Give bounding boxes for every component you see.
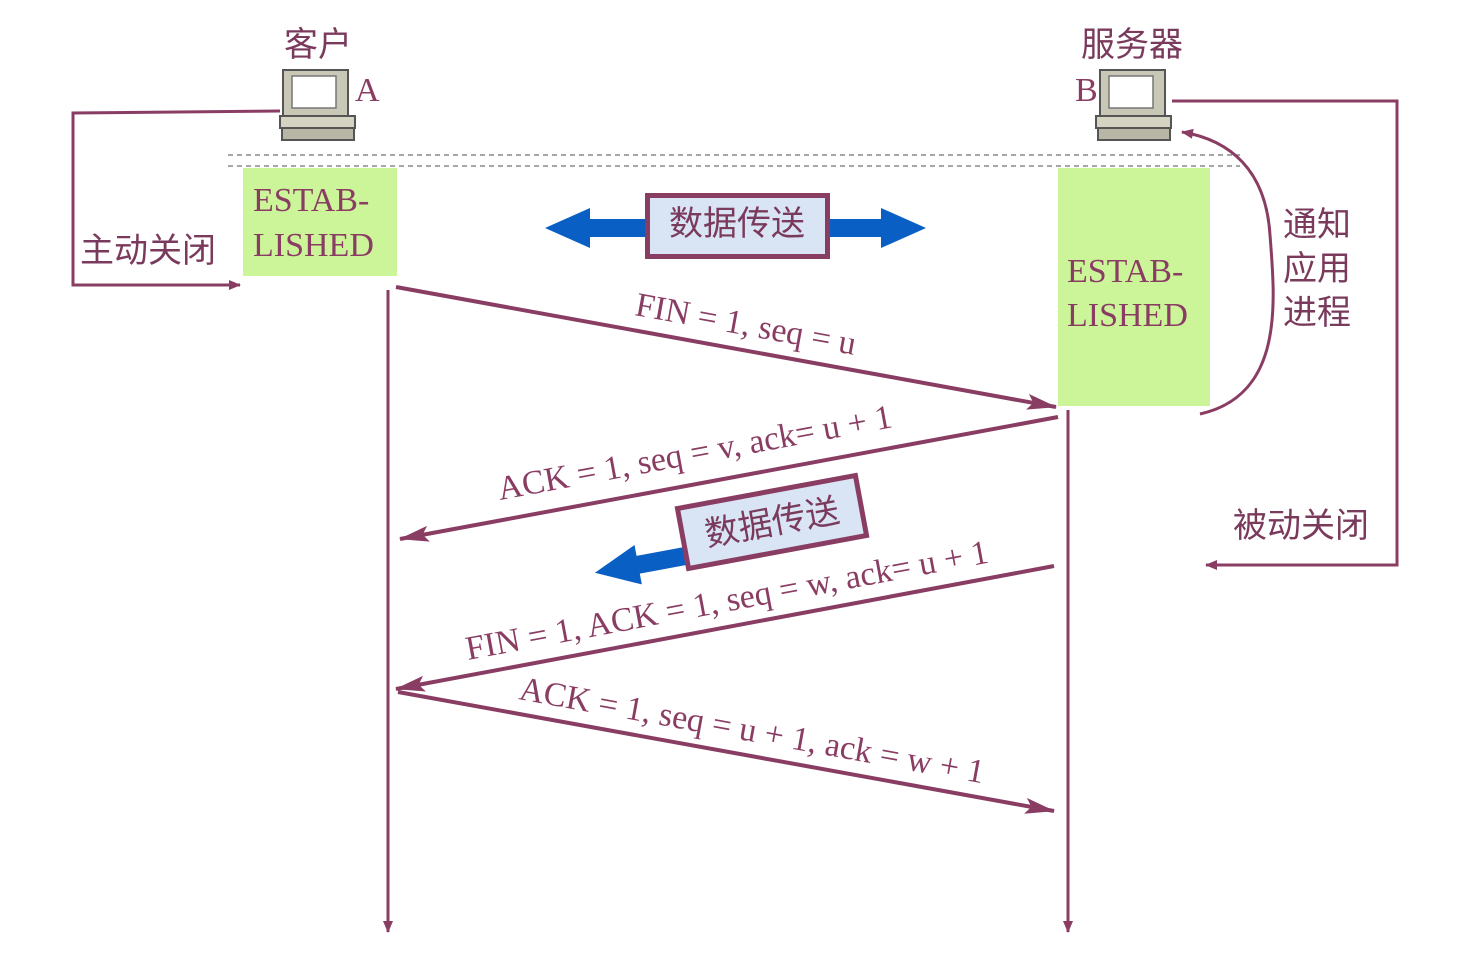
notify-app-line3: 进程: [1283, 293, 1351, 333]
fin2-arrow: [395, 564, 1055, 692]
data-transfer-top: 数据传送: [545, 193, 926, 259]
blue-arrow-right-icon: [825, 208, 926, 248]
notify-app-line1: 通知: [1283, 205, 1351, 245]
server-computer-icon: [1095, 69, 1172, 141]
data-transfer-box-mid: [680, 478, 864, 566]
active-close-arrow: [71, 109, 281, 290]
ack1-arrow: [399, 415, 1059, 542]
ack2-label: ACK = 1, seq = u + 1, ack = w + 1: [517, 670, 988, 791]
passive-close-arrow: [1172, 99, 1399, 570]
data-transfer-mid: 数据传送: [594, 472, 870, 585]
server-state-line2: LISHED: [1067, 297, 1188, 334]
client-letter: A: [355, 72, 380, 109]
ack2-arrow: [397, 690, 1055, 814]
data-transfer-label-top: 数据传送: [669, 204, 805, 244]
fin1-arrow: [395, 285, 1057, 410]
server-title: 服务器: [1081, 25, 1183, 65]
data-transfer-box: [650, 198, 825, 254]
notify-app-arrow: [1181, 128, 1275, 416]
blue-arrow-left-icon: [545, 208, 650, 248]
blue-arrow-left-mid-icon: [594, 545, 693, 585]
client-state-line1: ESTAB-: [253, 182, 369, 219]
client-state-line2: LISHED: [253, 227, 374, 264]
passive-close-label: 被动关闭: [1233, 506, 1369, 546]
client-title: 客户: [284, 25, 352, 65]
server-letter: B: [1075, 72, 1098, 109]
server-state-box: [1058, 168, 1210, 406]
server-state-line1: ESTAB-: [1067, 253, 1183, 290]
notify-app-line2: 应用: [1283, 249, 1351, 289]
active-close-label: 主动关闭: [80, 231, 216, 271]
client-computer-icon: [279, 69, 356, 141]
client-state-box: [243, 168, 397, 276]
